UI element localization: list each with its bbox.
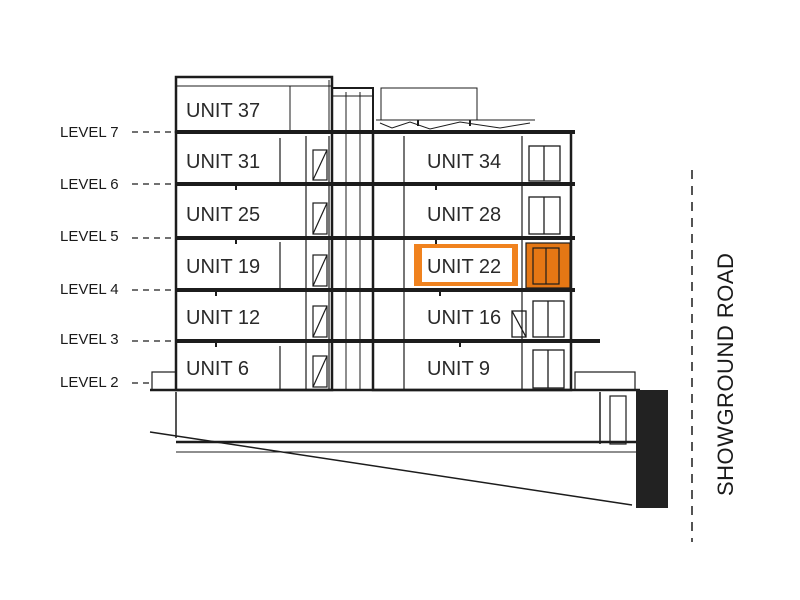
unit-6-label: UNIT 6 <box>186 358 249 380</box>
level-2-label: LEVEL 2 <box>60 374 119 391</box>
level-3-marker: LEVEL 3 <box>60 331 176 348</box>
level-3-label: LEVEL 3 <box>60 331 119 348</box>
unit-labels: UNIT 37 UNIT 31 UNIT 25 UNIT 19 UNIT 12 … <box>186 100 501 380</box>
retaining-wall <box>636 390 668 508</box>
unit-25-label: UNIT 25 <box>186 204 260 226</box>
level-markers: LEVEL 7 LEVEL 6 LEVEL 5 LEVEL 4 LEVEL 3 … <box>60 124 176 391</box>
level-4-label: LEVEL 4 <box>60 281 119 298</box>
level-5-marker: LEVEL 5 <box>60 228 176 245</box>
level-2-marker: LEVEL 2 <box>60 374 152 391</box>
level-6-label: LEVEL 6 <box>60 176 119 193</box>
level-6-marker: LEVEL 6 <box>60 176 176 193</box>
unit-9-label: UNIT 9 <box>427 358 490 380</box>
level-7-marker: LEVEL 7 <box>60 124 176 141</box>
unit-12-label: UNIT 12 <box>186 307 260 329</box>
level-7-label: LEVEL 7 <box>60 124 119 141</box>
level-5-label: LEVEL 5 <box>60 228 119 245</box>
unit-19-label: UNIT 19 <box>186 256 260 278</box>
roof-parapet <box>380 87 478 121</box>
unit-31-label: UNIT 31 <box>186 151 260 173</box>
building <box>149 75 640 506</box>
unit-22-label: UNIT 22 <box>427 256 501 278</box>
right-windows <box>511 145 565 389</box>
unit-34-label: UNIT 34 <box>427 151 501 173</box>
left-balcony-doors <box>312 149 328 388</box>
unit-16-label: UNIT 16 <box>427 307 501 329</box>
unit-28-label: UNIT 28 <box>427 204 501 226</box>
road-label: SHOWGROUND ROAD <box>713 253 738 496</box>
unit-22-highlight <box>414 242 571 289</box>
level-4-marker: LEVEL 4 <box>60 281 176 298</box>
unit-37-label: UNIT 37 <box>186 100 260 122</box>
